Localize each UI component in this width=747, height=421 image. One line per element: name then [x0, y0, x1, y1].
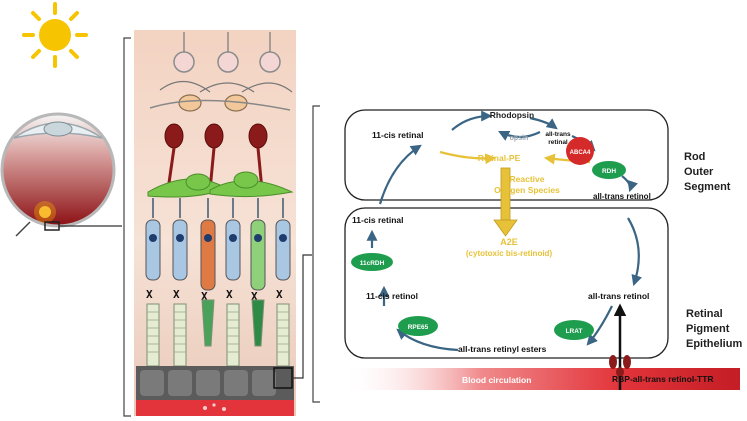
lrat-enzyme — [554, 320, 594, 340]
carrier-label: RBP-all-trans retinol-TTR — [612, 374, 714, 384]
svg-text:X: X — [276, 288, 283, 301]
arrow-rpe-to-outer — [378, 144, 422, 205]
ros-label-2: Oxygen Species — [494, 185, 560, 195]
rpe-label-2: Pigment — [686, 323, 730, 335]
opsin-label: opsin — [510, 135, 529, 142]
blood-circulation-label: Blood circulation — [462, 375, 531, 385]
rpe-trans-retinol-label: all-trans retinol — [588, 291, 649, 301]
rod-label-3: Segment — [684, 181, 731, 193]
rpe-cis-retinal-label: 11-cis retinal — [352, 215, 404, 225]
lrat-label: LRAT — [566, 328, 583, 335]
rpe-label-3: Epithelium — [686, 338, 742, 350]
rdh-enzyme — [592, 161, 626, 179]
ros-label-1: Reactive — [510, 174, 545, 184]
os-cis-retinal-label: 11-cis retinal — [372, 130, 424, 140]
rdh-label: RDH — [602, 168, 616, 175]
esters-label: all-trans retinyl esters — [458, 344, 547, 354]
svg-text:X: X — [146, 288, 153, 301]
a2e-flow-arrow — [493, 167, 518, 237]
svg-text:X: X — [173, 288, 180, 301]
rpe-label-1: Retinal — [686, 308, 723, 320]
arrow-rdh-to-retinol — [621, 175, 638, 193]
os-trans-retinal-label-1: all-trans — [545, 131, 571, 138]
rod-label-1: Rod — [684, 151, 705, 163]
retina-layers-illustration: X X X X X X — [134, 30, 296, 416]
cycle-bracket — [312, 105, 320, 403]
rod-label-2: Outer — [684, 166, 714, 178]
arrow-cis-to-rhodopsin — [451, 110, 493, 131]
svg-text:X: X — [201, 290, 208, 303]
rpe-cis-retinol-label: 11-cis retinol — [366, 291, 418, 301]
abca4-enzyme — [566, 137, 594, 165]
sun-icon — [22, 2, 88, 68]
arrow-cis-to-pe — [439, 150, 497, 165]
arrow-rhodopsin-to-trans — [529, 116, 558, 130]
os-trans-retinol-label: all-trans retinol — [593, 192, 651, 201]
rpe65-label: RPE65 — [408, 324, 429, 331]
a2e-note-label: (cytotoxic bis-retinoid) — [466, 249, 553, 258]
retinal-pe-label: Retinal-PE — [478, 153, 521, 163]
retina-bracket — [123, 37, 131, 417]
rpe65-enzyme — [398, 316, 438, 336]
blood-circulation-band — [342, 368, 740, 390]
arrow-opsin-return — [498, 131, 541, 141]
zoom-connector — [292, 254, 312, 379]
11crdh-label: 11cRDH — [360, 260, 385, 267]
arrow-esters-to-rpe65 — [396, 328, 459, 352]
arrow-retinol-to-lrat — [586, 305, 613, 346]
eye-illustration — [0, 112, 122, 237]
rhodopsin-label: Rhodopsin — [490, 110, 534, 120]
a2e-label: A2E — [500, 237, 518, 247]
receptor-icon — [609, 355, 631, 377]
os-trans-retinal-label-2: retinal — [548, 139, 568, 146]
svg-text:X: X — [251, 290, 258, 303]
abca4-label: ABCA4 — [570, 150, 591, 156]
svg-text:X: X — [226, 288, 233, 301]
arrow-retinol-to-rpe — [627, 217, 642, 287]
11crdh-enzyme — [351, 253, 393, 271]
